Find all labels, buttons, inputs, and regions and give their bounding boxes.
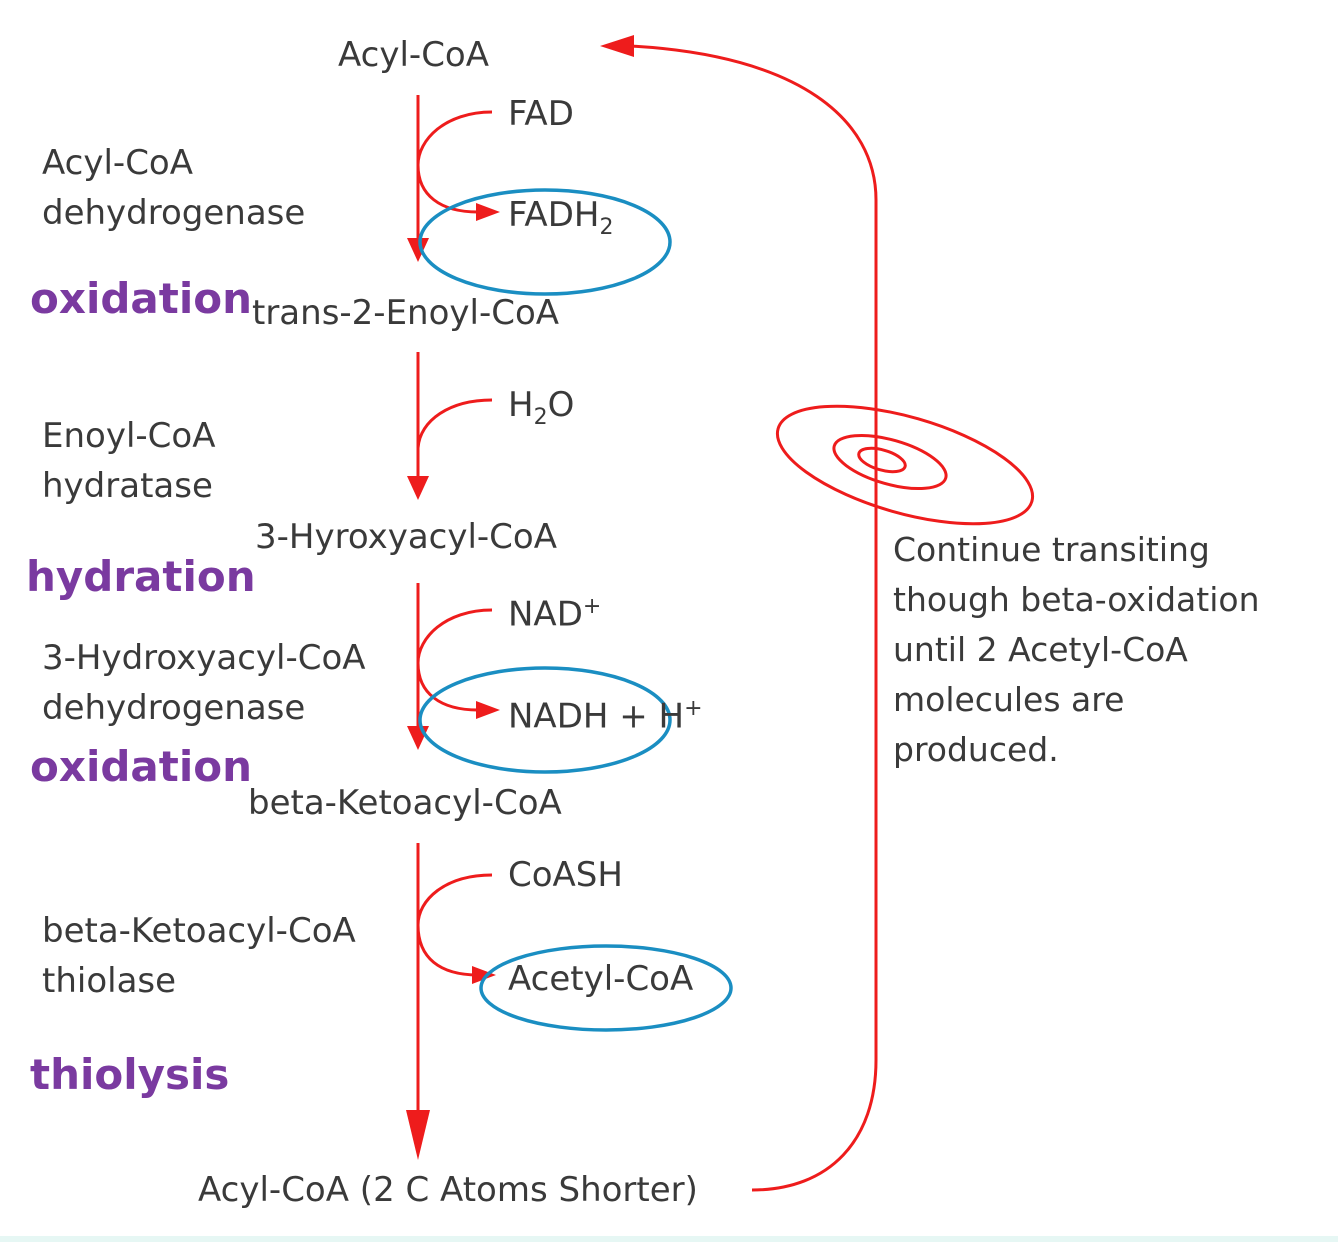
cofactor-coash: CoASH	[508, 855, 623, 895]
cofactor-nadh: NADH + H+	[508, 696, 703, 737]
nad-curve-arrow	[416, 608, 500, 719]
cofactor-nad: NAD+	[508, 594, 602, 635]
cofactor-water: H2O	[508, 385, 575, 430]
bottom-edge-strip	[0, 1236, 1338, 1242]
cycle-note: Continue transiting though beta-oxidatio…	[893, 530, 1260, 769]
fadh2-highlight-ring	[418, 188, 672, 296]
step-label-thiolysis: thiolysis	[30, 1050, 230, 1099]
enzyme-hydroxyacyl-coa-dehydrogenase: 3-Hydroxyacyl-CoA dehydrogenase	[42, 638, 366, 728]
main-arrow-4	[406, 843, 430, 1160]
metabolite-enoyl-coa: trans-2-Enoyl-CoA	[252, 293, 560, 333]
cofactor-acetyl-coa: Acetyl-CoA	[508, 959, 694, 999]
metabolite-acyl-coa: Acyl-CoA	[338, 35, 489, 75]
metabolite-ketoacyl-coa: beta-Ketoacyl-CoA	[248, 783, 562, 823]
cofactor-fadh2: FADH2	[508, 195, 614, 240]
enzyme-enoyl-coa-hydratase: Enoyl-CoA hydratase	[42, 416, 216, 506]
main-arrow-2	[407, 352, 429, 500]
cofactor-fad: FAD	[508, 94, 574, 134]
spiral-cycle-icon	[775, 404, 1035, 526]
nadh-highlight-ring	[418, 666, 672, 774]
return-loop-arrow	[600, 35, 878, 1192]
enzyme-ketoacyl-coa-thiolase: beta-Ketoacyl-CoA thiolase	[42, 911, 356, 1001]
main-arrow-1	[407, 95, 429, 262]
water-curve-arrow	[416, 398, 493, 449]
step-label-oxidation-2: oxidation	[30, 742, 252, 791]
enzyme-acyl-coa-dehydrogenase: Acyl-CoA dehydrogenase	[42, 143, 306, 233]
acetyl-coa-highlight-ring	[479, 944, 733, 1032]
metabolite-hydroxyacyl-coa: 3-Hyroxyacyl-CoA	[255, 517, 557, 557]
metabolite-acyl-coa-shorter: Acyl-CoA (2 C Atoms Shorter)	[198, 1170, 698, 1210]
fad-curve-arrow	[416, 110, 500, 221]
step-label-hydration: hydration	[26, 552, 256, 601]
step-label-oxidation-1: oxidation	[30, 274, 252, 323]
coash-curve-arrow	[416, 873, 496, 984]
